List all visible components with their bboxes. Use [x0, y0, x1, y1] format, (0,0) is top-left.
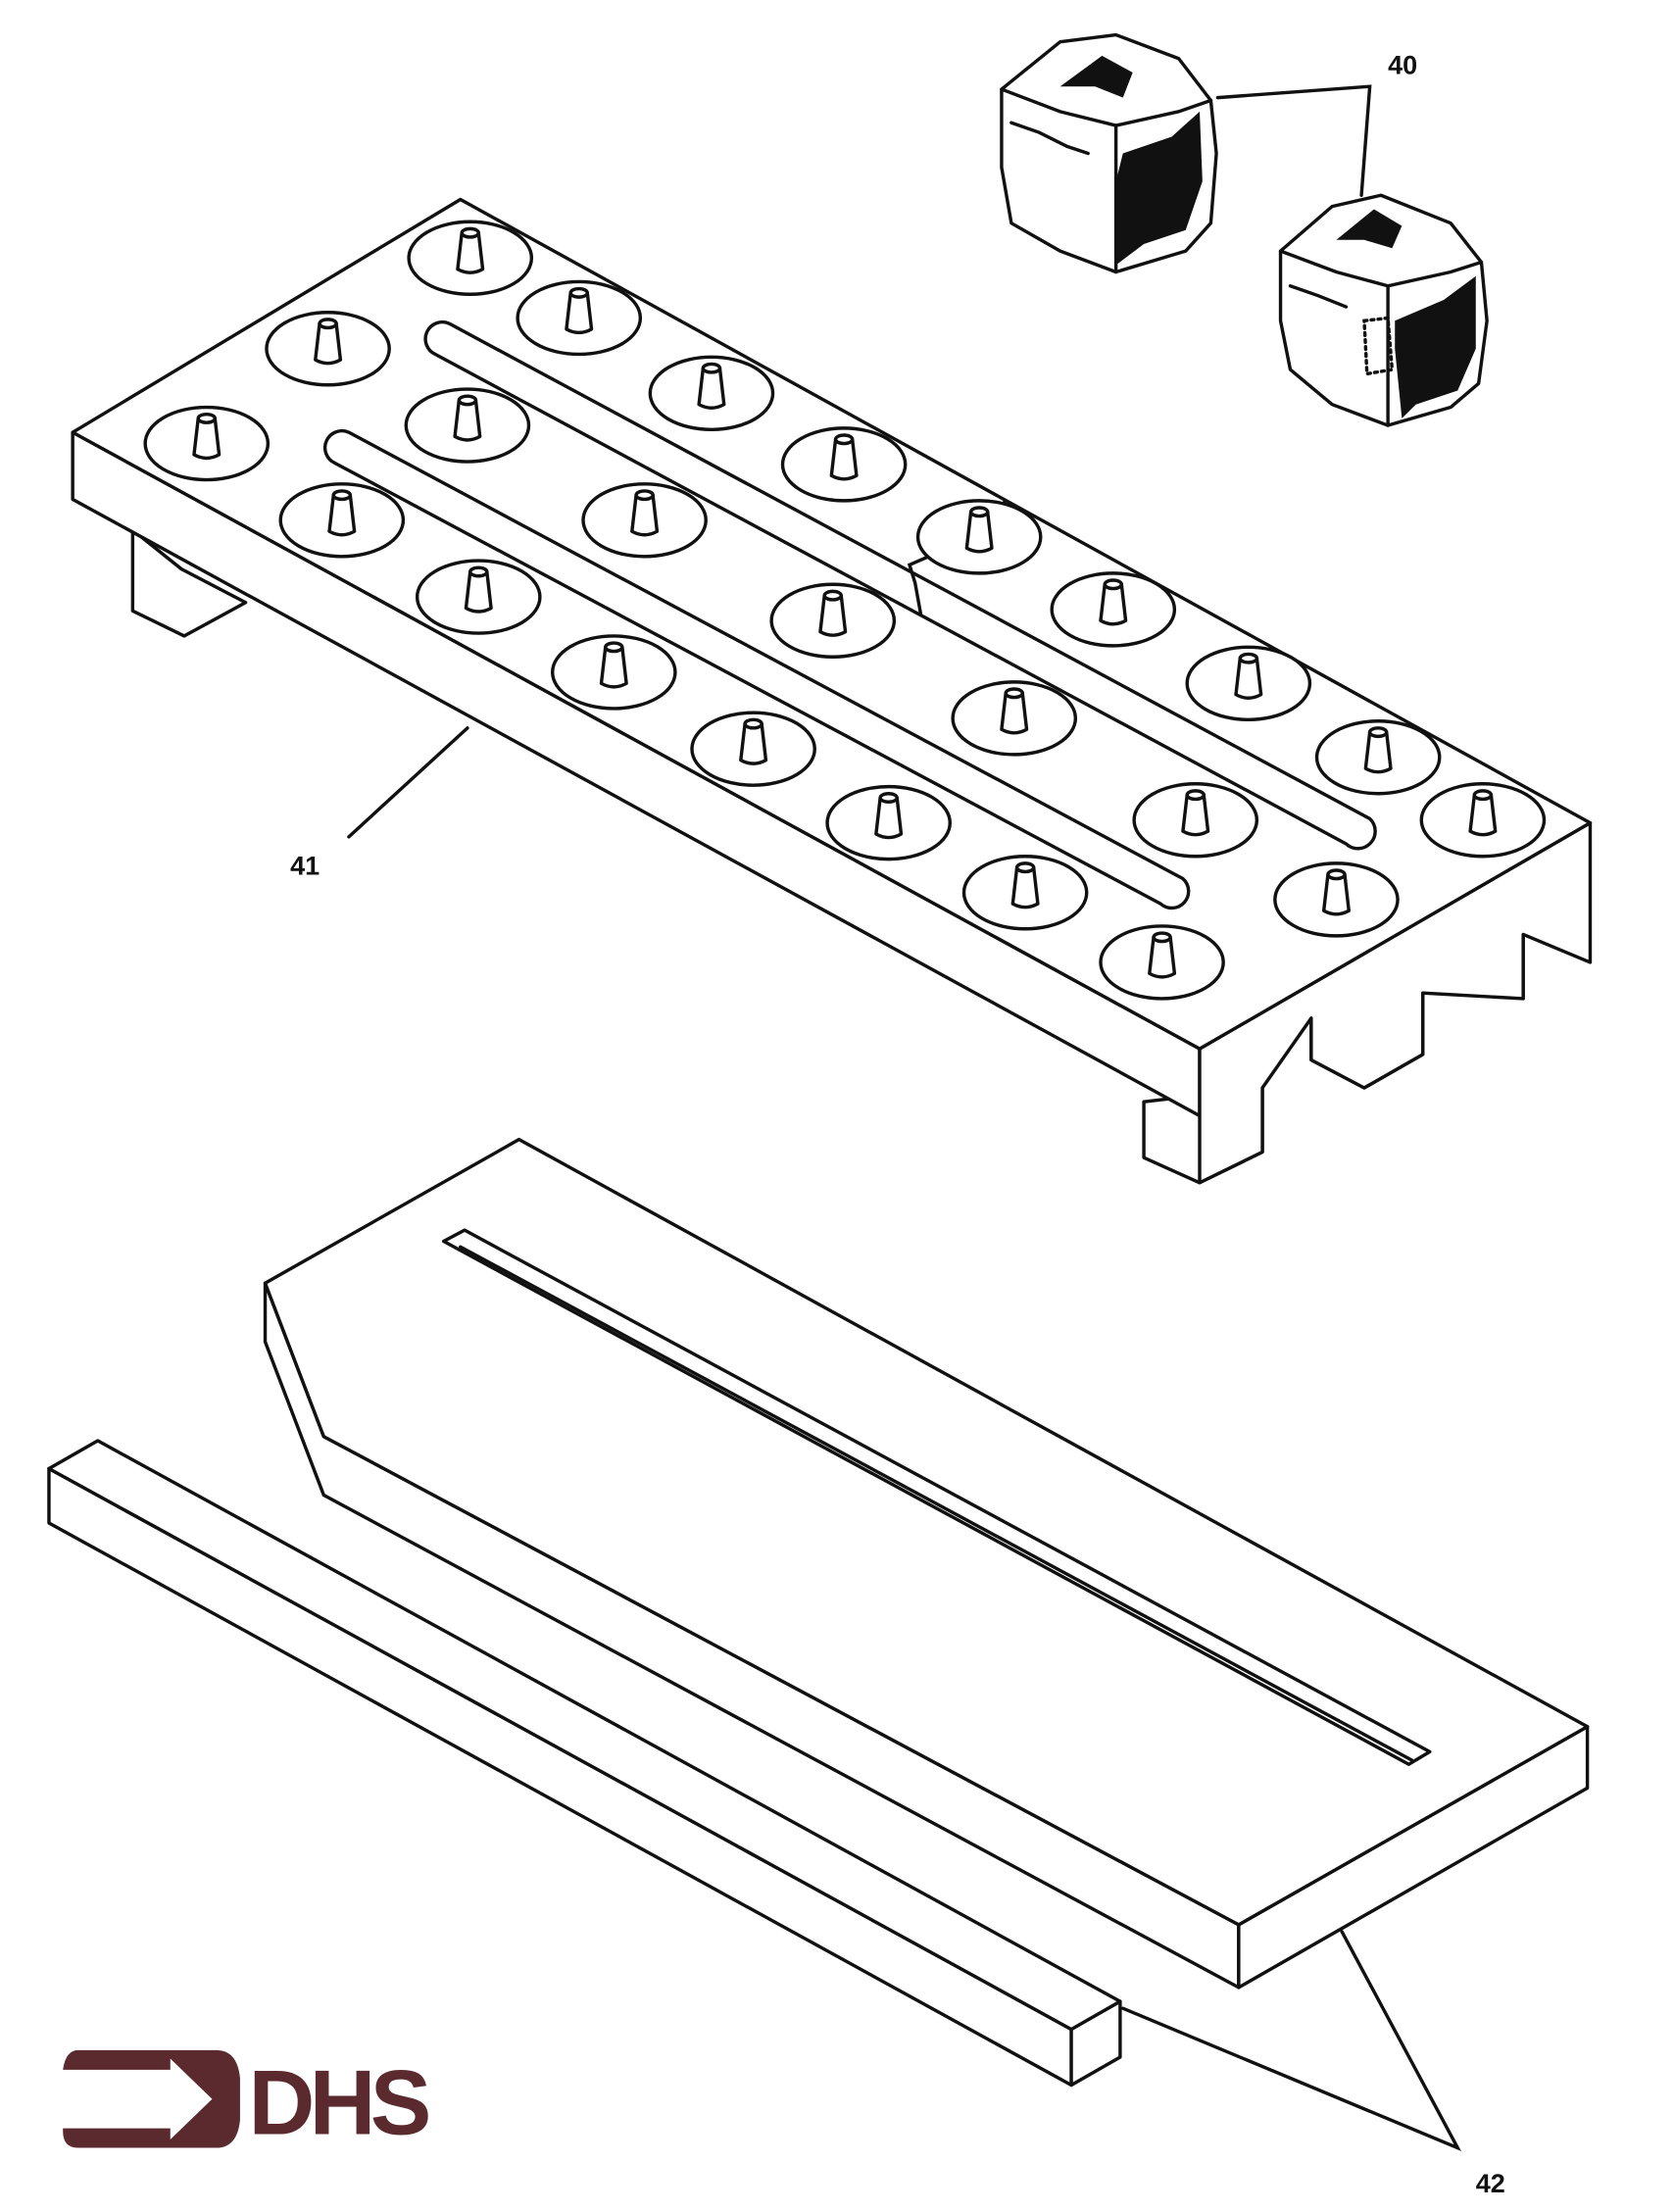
- peg: [825, 784, 952, 861]
- bar-42: [47, 1439, 1122, 2088]
- peg: [780, 426, 908, 503]
- leader-line-41: [347, 726, 469, 839]
- tray-foot: [130, 528, 248, 638]
- tray-41: [71, 197, 1593, 1185]
- peg: [278, 482, 406, 559]
- tray-side-face: [1198, 820, 1593, 1185]
- callout-40: 40: [1388, 50, 1417, 79]
- peg: [951, 680, 1078, 757]
- plate-top-face: [263, 1137, 1590, 1927]
- bar-top-face: [47, 1439, 1122, 2032]
- logo-text: DHS: [248, 2050, 427, 2153]
- plate-42: [263, 1137, 1590, 1990]
- cube-40-b: [1278, 193, 1489, 427]
- peg: [1185, 645, 1312, 722]
- cube-40-a: [1000, 32, 1218, 274]
- peg: [550, 634, 677, 711]
- callout-42: 42: [1476, 2169, 1505, 2198]
- peg: [1050, 571, 1177, 648]
- peg: [1099, 924, 1225, 1001]
- peg: [143, 405, 271, 482]
- peg: [690, 711, 816, 787]
- dhs-logo: DHS: [63, 2049, 433, 2153]
- plate-slot: [441, 1228, 1432, 1766]
- peg: [407, 220, 534, 296]
- tray-slot: [423, 320, 1377, 851]
- peg: [1273, 861, 1400, 938]
- cube-dark-patch: [1115, 111, 1203, 266]
- logo-arrow-icon: [63, 2049, 240, 2148]
- cube-dark-patch: [1059, 55, 1133, 98]
- tray-slot: [322, 428, 1191, 910]
- peg: [1314, 719, 1442, 796]
- peg: [769, 582, 897, 659]
- peg: [581, 482, 708, 559]
- leader-line-40: [1215, 84, 1372, 197]
- cube-dark-patch: [1336, 209, 1403, 249]
- peg: [415, 559, 542, 635]
- cube-dark-patch: [1395, 275, 1476, 418]
- peg: [1419, 782, 1547, 859]
- peg: [404, 387, 531, 464]
- leader-line-42: [1121, 1930, 1462, 2151]
- peg: [265, 311, 391, 387]
- peg: [516, 279, 643, 357]
- peg: [648, 355, 775, 432]
- peg: [1132, 782, 1259, 859]
- peg: [915, 499, 1043, 575]
- peg: [961, 855, 1089, 931]
- callout-41: 41: [290, 851, 320, 880]
